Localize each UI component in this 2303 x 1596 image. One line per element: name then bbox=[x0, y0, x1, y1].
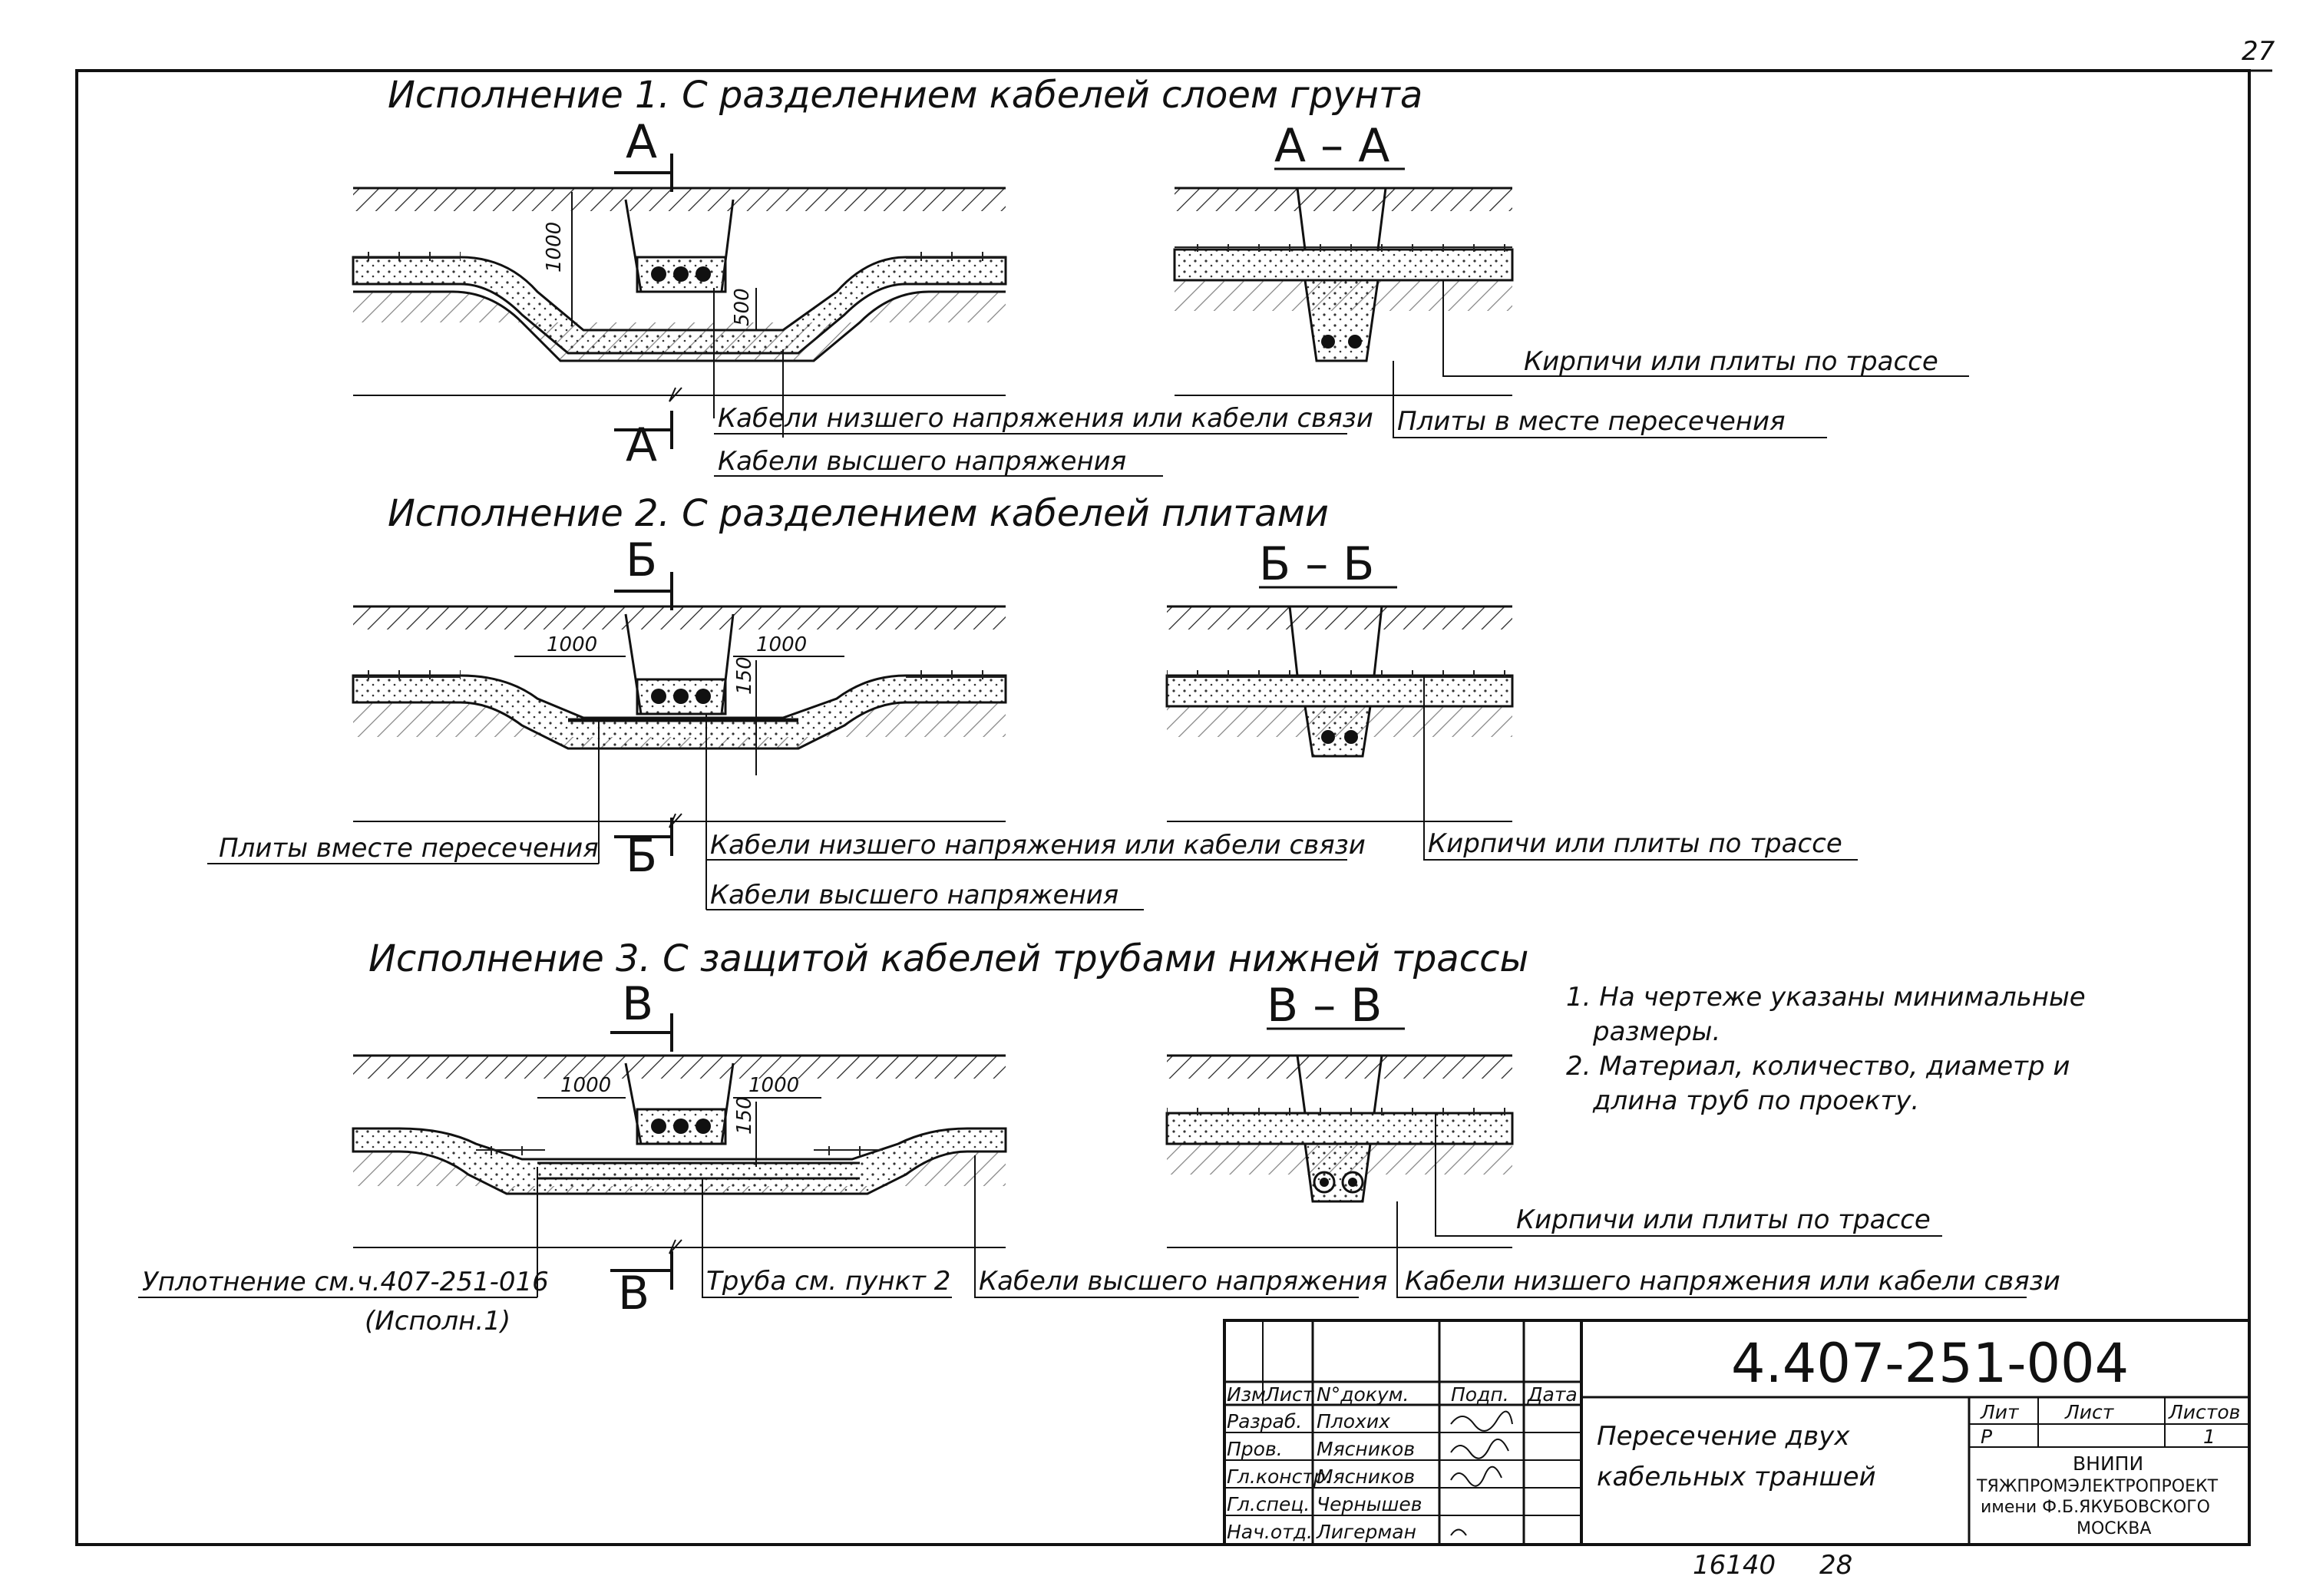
tb-head-date: Дата bbox=[1527, 1383, 1578, 1406]
v2-label-low: Кабели низшего напряжения или кабели свя… bbox=[710, 830, 1366, 861]
v3-cut-bottom: В bbox=[618, 1267, 649, 1320]
tb-role-3: Гл.спец. bbox=[1227, 1493, 1310, 1515]
v1-label-bricks: Кирпичи или плиты по трассе bbox=[1524, 346, 1938, 377]
variant1-title: Исполнение 1. С разделением кабелей слое… bbox=[388, 74, 1422, 117]
variant2-group: Исполнение 2. С разделением кабелей плит… bbox=[207, 492, 1858, 910]
tb-name-1: Мясников bbox=[1317, 1438, 1415, 1460]
v2-label-bricks: Кирпичи или плиты по трассе bbox=[1428, 828, 1842, 859]
drawing-title-2: кабельных траншей bbox=[1597, 1462, 1876, 1492]
v3-section-drawing bbox=[1165, 1054, 1514, 1248]
v3-cut-top: В bbox=[622, 977, 653, 1031]
v2-profile bbox=[352, 605, 1007, 828]
tb-name-0: Плохих bbox=[1317, 1410, 1390, 1432]
v3-dim-gap: 150 bbox=[733, 1096, 756, 1135]
v2-dim-right: 1000 bbox=[756, 633, 807, 656]
notes: 1. На чертеже указаны минимальные размер… bbox=[1566, 982, 2086, 1116]
tb-role-0: Разраб. bbox=[1227, 1410, 1302, 1432]
org-line-1: ВНИПИ bbox=[2073, 1452, 2143, 1475]
title-block bbox=[1223, 1319, 2251, 1546]
variant2-title: Исполнение 2. С разделением кабелей плит… bbox=[388, 492, 1329, 535]
variant3-title: Исполнение 3. С защитой кабелей трубами … bbox=[368, 937, 1528, 980]
tb-head-sign: Подп. bbox=[1451, 1383, 1509, 1406]
v3-label-bricks: Кирпичи или плиты по трассе bbox=[1516, 1204, 1931, 1235]
note-2: 2. Материал, количество, диаметр и bbox=[1566, 1051, 2070, 1082]
variant1-group: Исполнение 1. С разделением кабелей слое… bbox=[352, 74, 1969, 477]
note-2b: длина труб по проекту. bbox=[1592, 1085, 1919, 1116]
v3-label-low: Кабели низшего напряжения или кабели свя… bbox=[1405, 1266, 2060, 1297]
note-1b: размеры. bbox=[1592, 1016, 1720, 1047]
v3-label-seal: Уплотнение см.ч.407-251-016 bbox=[142, 1267, 549, 1297]
drawing-code: 4.407-251-004 bbox=[1731, 1332, 2129, 1395]
v2-dim-gap: 150 bbox=[733, 656, 756, 695]
sheet-frame bbox=[75, 69, 2251, 1546]
v1-profile bbox=[352, 187, 1007, 402]
tb-role-2: Гл.констр. bbox=[1227, 1465, 1332, 1488]
v1-cut-top: А bbox=[626, 115, 657, 169]
note-1: 1. На чертеже указаны минимальные bbox=[1566, 982, 2086, 1013]
tb-role-1: Пров. bbox=[1227, 1438, 1283, 1460]
sheet-number: 27 bbox=[2242, 36, 2275, 67]
v2-label-high: Кабели высшего напряжения bbox=[710, 880, 1118, 910]
tb-lit-val: Р bbox=[1981, 1426, 1993, 1448]
v3-dim-left: 1000 bbox=[560, 1074, 611, 1097]
org-line-4: МОСКВА bbox=[2077, 1519, 2151, 1538]
v2-label-plates: Плиты вместе пересечения bbox=[219, 833, 599, 864]
v1-section-drawing bbox=[1173, 187, 1514, 396]
tb-name-3: Чернышев bbox=[1317, 1493, 1422, 1515]
v3-label-seal-2: (Исполн.1) bbox=[365, 1306, 510, 1337]
v1-dim-depth: 1000 bbox=[543, 222, 566, 273]
v1-cut-bottom: А bbox=[626, 418, 657, 472]
v1-label-low: Кабели низшего напряжения или кабели свя… bbox=[718, 403, 1373, 434]
v3-section-title: В – В bbox=[1267, 979, 1382, 1033]
tb-head-doc: N°докум. bbox=[1317, 1383, 1409, 1406]
v1-label-plates: Плиты в месте пересечения bbox=[1397, 406, 1786, 437]
v3-label-high: Кабели высшего напряжения bbox=[979, 1266, 1387, 1297]
variant3-group: Исполнение 3. С защитой кабелей трубами … bbox=[138, 937, 2060, 1337]
v3-label-pipe: Труба см. пункт 2 bbox=[706, 1266, 950, 1297]
v3-profile bbox=[352, 1054, 1007, 1254]
tb-lit-head: Лит bbox=[1980, 1401, 2020, 1423]
tb-name-2: Мясников bbox=[1317, 1465, 1415, 1488]
v2-section-title: Б – Б bbox=[1259, 537, 1374, 591]
tb-role-4: Нач.отд. bbox=[1227, 1521, 1313, 1543]
v2-dim-left: 1000 bbox=[547, 633, 597, 656]
drawing-title-1: Пересечение двух bbox=[1597, 1421, 1850, 1452]
org-line-2: ТЯЖПРОМЭЛЕКТРОПРОЕКТ bbox=[1976, 1477, 2219, 1496]
footer-right: 28 bbox=[1819, 1550, 1852, 1581]
v2-cut-top: Б bbox=[626, 534, 657, 587]
tb-sheet-head: Лист bbox=[2064, 1401, 2115, 1423]
v1-section-title: А – А bbox=[1274, 119, 1389, 173]
tb-head-izm: Изм bbox=[1227, 1383, 1266, 1406]
org-line-3: имени Ф.Б.ЯКУБОВСКОГО bbox=[1981, 1498, 2210, 1517]
v1-dim-gap: 500 bbox=[731, 288, 754, 326]
v2-section-drawing bbox=[1165, 605, 1514, 822]
signatures bbox=[1450, 1410, 1513, 1536]
tb-sheets-head: Листов bbox=[2168, 1401, 2240, 1423]
v1-label-high: Кабели высшего напряжения bbox=[718, 446, 1126, 477]
tb-sheets-val: 1 bbox=[2203, 1426, 2215, 1448]
tb-head-list: Лист bbox=[1264, 1383, 1315, 1406]
tb-name-4: Лигерман bbox=[1316, 1521, 1416, 1543]
v3-dim-right: 1000 bbox=[748, 1074, 799, 1097]
footer-left: 16140 bbox=[1693, 1550, 1776, 1581]
